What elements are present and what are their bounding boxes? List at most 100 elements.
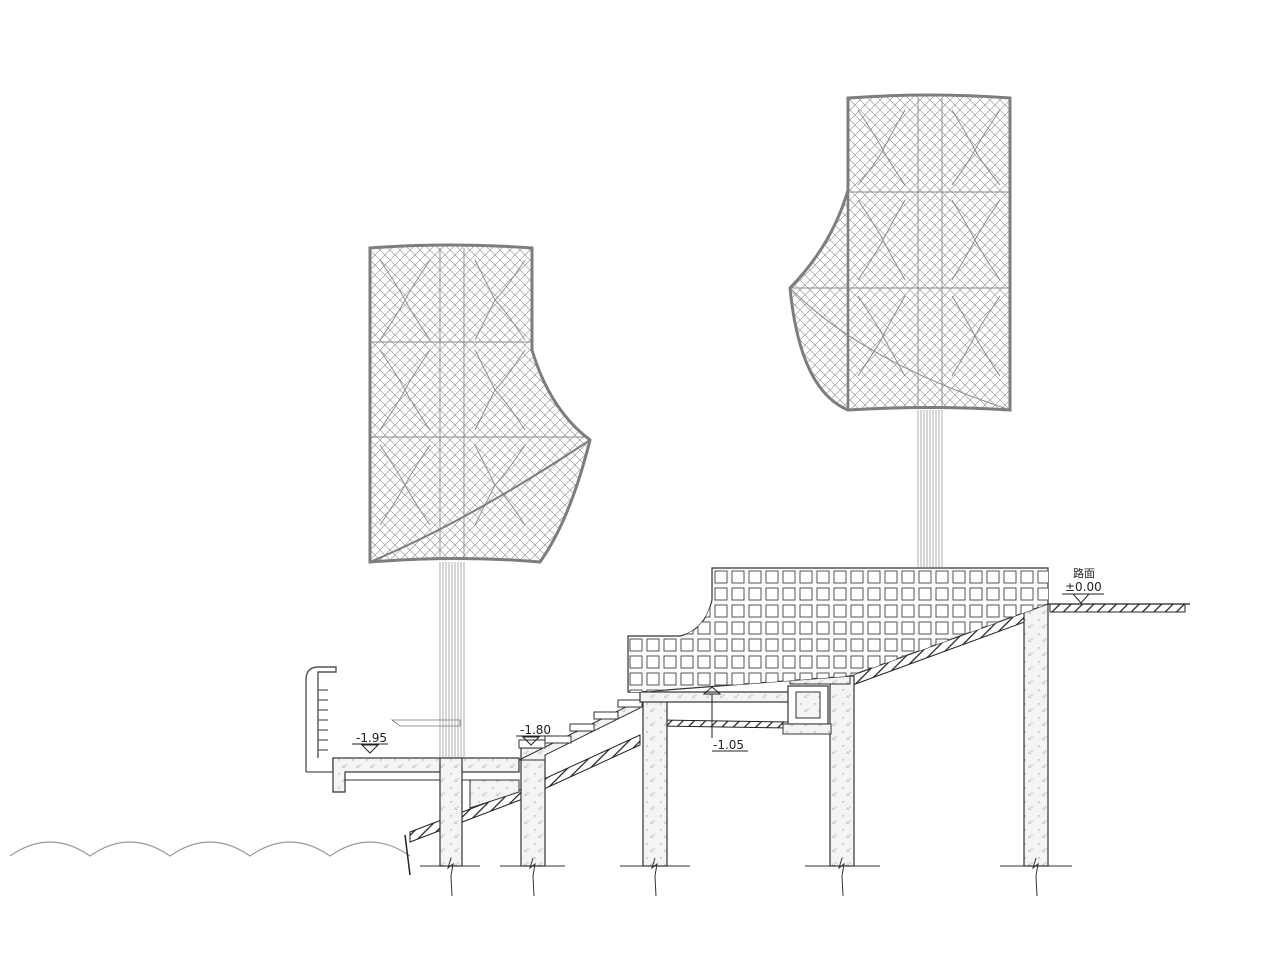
wall-block: [884, 604, 898, 618]
elevation-marker-platform: -1.05: [702, 686, 748, 752]
wall-block: [680, 604, 694, 618]
wall-block: [765, 604, 779, 618]
wall-block: [765, 570, 779, 584]
wall-block: [714, 621, 728, 635]
wall-block: [867, 587, 881, 601]
wall-block: [986, 638, 1000, 652]
wall-block: [663, 587, 677, 601]
wall-block: [952, 570, 966, 584]
wall-block: [833, 604, 847, 618]
wall-block: [1003, 638, 1017, 652]
wall-block: [986, 655, 1000, 669]
wall-block: [935, 604, 949, 618]
wall-block: [663, 570, 677, 584]
wall-block: [918, 604, 932, 618]
elevation-marker-lower-deck: -1.95: [352, 731, 388, 754]
wall-block: [680, 672, 694, 686]
wall-block: [918, 672, 932, 686]
wall-block: [816, 570, 830, 584]
wall-block: [935, 655, 949, 669]
wall-block: [1003, 689, 1017, 692]
wall-block: [748, 621, 762, 635]
wall-block: [629, 638, 643, 652]
wall-block: [714, 570, 728, 584]
platform-slab: [639, 675, 851, 735]
wall-block: [901, 587, 915, 601]
lower-deck: [305, 666, 520, 809]
wall-block: [663, 621, 677, 635]
wall-block: [697, 570, 711, 584]
wall-block: [901, 604, 915, 618]
wall-block: [884, 587, 898, 601]
wall-block: [1020, 587, 1034, 601]
wall-block: [629, 655, 643, 669]
wall-block: [969, 604, 983, 618]
column-breaklines: [420, 857, 1072, 897]
wall-block: [884, 570, 898, 584]
wall-block: [969, 655, 983, 669]
wall-block: [663, 604, 677, 618]
wall-block: [782, 638, 796, 652]
wall-block: [952, 689, 966, 692]
wall-block: [884, 621, 898, 635]
right-pole: [917, 410, 943, 568]
wall-block: [646, 672, 660, 686]
wall-block: [918, 689, 932, 692]
wall-block: [714, 604, 728, 618]
wall-block: [1020, 570, 1034, 584]
wall-block: [952, 655, 966, 669]
wall-block: [782, 570, 796, 584]
wall-block: [918, 621, 932, 635]
wall-block: [697, 638, 711, 652]
wall-block: [952, 604, 966, 618]
wall-block: [850, 638, 864, 652]
wall-block: [935, 570, 949, 584]
wall-block: [986, 672, 1000, 686]
wall-block: [884, 672, 898, 686]
wall-block: [629, 672, 643, 686]
wall-block: [850, 570, 864, 584]
wall-block: [663, 672, 677, 686]
wall-block: [901, 638, 915, 652]
wall-block: [731, 587, 745, 601]
elevation-marker-road: 路面 ±0.00: [1062, 567, 1104, 604]
wall-block: [935, 621, 949, 635]
wall-block: [952, 621, 966, 635]
wall-block: [833, 587, 847, 601]
wall-block: [765, 587, 779, 601]
wall-block: [799, 655, 813, 669]
wall-block: [901, 689, 915, 692]
wall-block: [714, 638, 728, 652]
wall-block: [697, 672, 711, 686]
wall-block: [935, 587, 949, 601]
platform-elevation: -1.05: [713, 738, 744, 752]
wall-block: [969, 689, 983, 692]
water-line: [9, 841, 411, 857]
wall-block: [680, 570, 694, 584]
wall-block: [680, 638, 694, 652]
wall-block: [646, 570, 660, 584]
lower-deck-elevation: -1.95: [356, 731, 387, 745]
left-mesh-sail: [368, 243, 592, 564]
wall-block: [629, 621, 643, 635]
wall-block: [799, 638, 813, 652]
wall-block: [867, 689, 881, 692]
wall-block: [816, 655, 830, 669]
wall-block: [765, 638, 779, 652]
wall-block: [663, 638, 677, 652]
wall-block: [850, 604, 864, 618]
wall-block: [1037, 587, 1048, 601]
wall-block: [714, 672, 728, 686]
wall-block: [918, 570, 932, 584]
right-mesh-sail: [788, 93, 1012, 412]
columns: [439, 603, 1049, 867]
wall-block: [629, 604, 643, 618]
wall-block: [646, 587, 660, 601]
wall-block: [833, 570, 847, 584]
wall-block: [1003, 655, 1017, 669]
wall-block: [867, 604, 881, 618]
wall-block: [663, 655, 677, 669]
wall-block: [969, 672, 983, 686]
wall-block: [697, 587, 711, 601]
wall-block: [850, 587, 864, 601]
